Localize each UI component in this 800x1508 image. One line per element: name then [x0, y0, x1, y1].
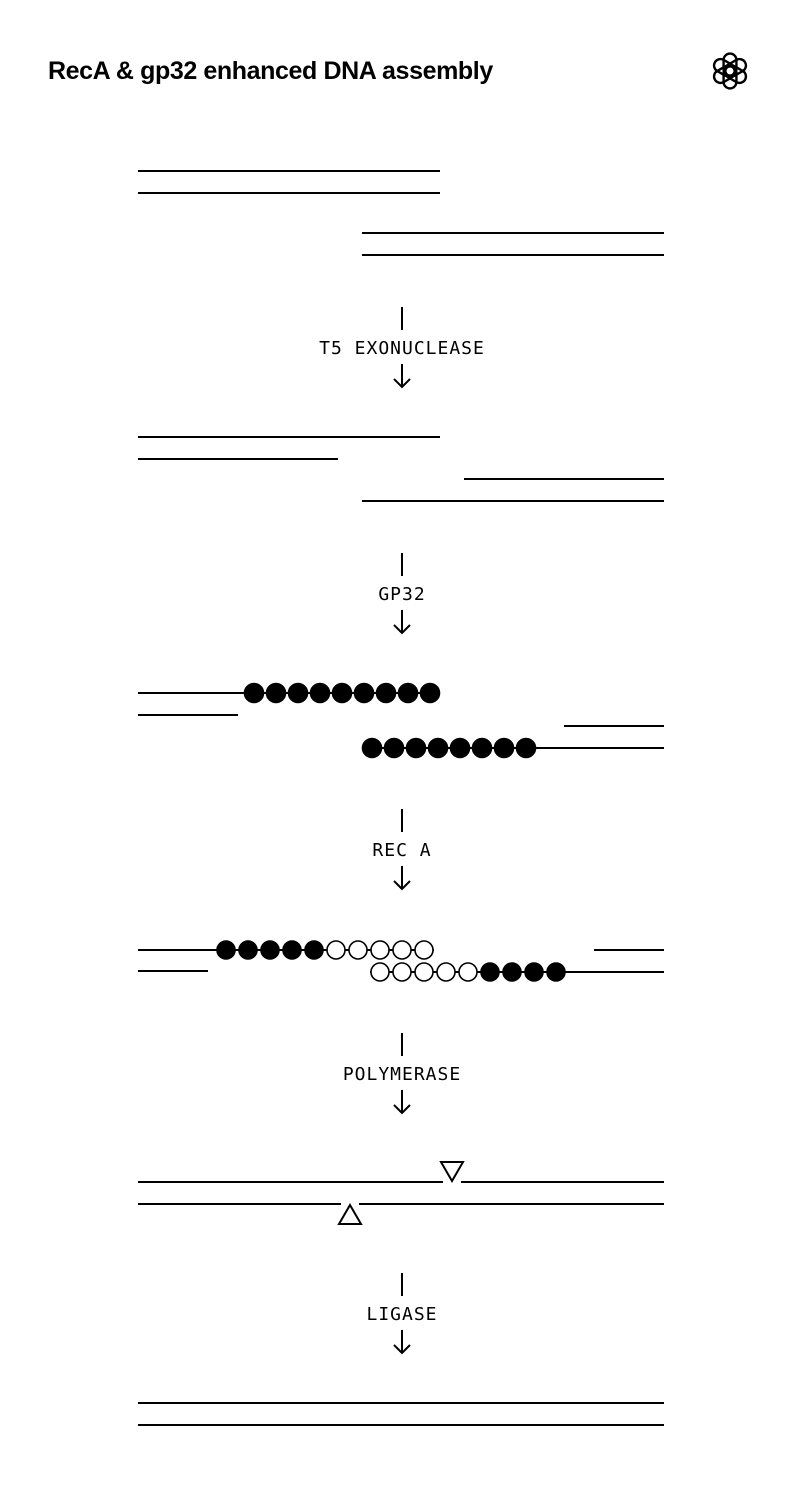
step-arrow-polymerase: [393, 1033, 411, 1115]
reca-bead: [458, 962, 478, 982]
gp32-bead: [405, 737, 427, 759]
gp32-bead: [546, 962, 566, 982]
reca-bead: [436, 962, 456, 982]
gp32-bead-row: [361, 737, 537, 759]
nick-marker-top: [439, 1161, 465, 1183]
step-label-polymerase: POLYMERASE: [343, 1064, 461, 1085]
stage-resected-fragments: [138, 436, 664, 502]
step-arrow-gp32: [393, 553, 411, 635]
step-arrow-ligase: [393, 1273, 411, 1355]
gp32-bead: [383, 737, 405, 759]
reca-bead-row: [216, 940, 434, 960]
gp32-bead: [449, 737, 471, 759]
step-label-t5-exonuclease: T5 EXONUCLEASE: [319, 338, 485, 359]
reca-bead: [414, 962, 434, 982]
reca-bead: [370, 962, 390, 982]
gp32-bead: [375, 682, 397, 704]
gp32-bead: [265, 682, 287, 704]
reca-bead: [348, 940, 368, 960]
gp32-bead: [309, 682, 331, 704]
nick-marker-bottom: [337, 1203, 363, 1225]
gp32-bead-row: [243, 682, 441, 704]
gp32-bead: [216, 940, 236, 960]
gp32-bead: [493, 737, 515, 759]
gp32-bead: [287, 682, 309, 704]
reca-bead: [370, 940, 390, 960]
gp32-bead: [427, 737, 449, 759]
gp32-bead: [515, 737, 537, 759]
gp32-bead: [243, 682, 265, 704]
gp32-bead: [419, 682, 441, 704]
reca-bead: [392, 940, 412, 960]
stage-nicked-product: [138, 1161, 664, 1225]
gp32-bead: [524, 962, 544, 982]
step-label-ligase: LIGASE: [366, 1304, 437, 1325]
stage-double-stranded-fragments: [138, 170, 664, 256]
reca-bead-row: [370, 962, 566, 982]
gp32-bead: [260, 940, 280, 960]
gp32-bead: [480, 962, 500, 982]
reca-bead: [392, 962, 412, 982]
gp32-bead: [238, 940, 258, 960]
stage-gp32-coated: [138, 682, 664, 759]
gp32-bead: [353, 682, 375, 704]
gp32-bead: [502, 962, 522, 982]
reca-bead: [414, 940, 434, 960]
gp32-bead: [304, 940, 324, 960]
gp32-bead: [282, 940, 302, 960]
gp32-bead: [331, 682, 353, 704]
step-label-gp32: GP32: [378, 584, 425, 605]
page-title: RecA & gp32 enhanced DNA assembly: [48, 57, 493, 85]
stage-reca-pairing: [138, 940, 664, 982]
gp32-bead: [471, 737, 493, 759]
step-arrow-exonuclease: [393, 307, 411, 389]
openai-logo-icon: [712, 52, 748, 90]
gp32-bead: [361, 737, 383, 759]
gp32-bead: [397, 682, 419, 704]
reca-bead: [326, 940, 346, 960]
step-arrow-reca: [393, 809, 411, 891]
step-label-reca: REC A: [372, 840, 431, 861]
stage-sealed-product: [138, 1402, 664, 1426]
